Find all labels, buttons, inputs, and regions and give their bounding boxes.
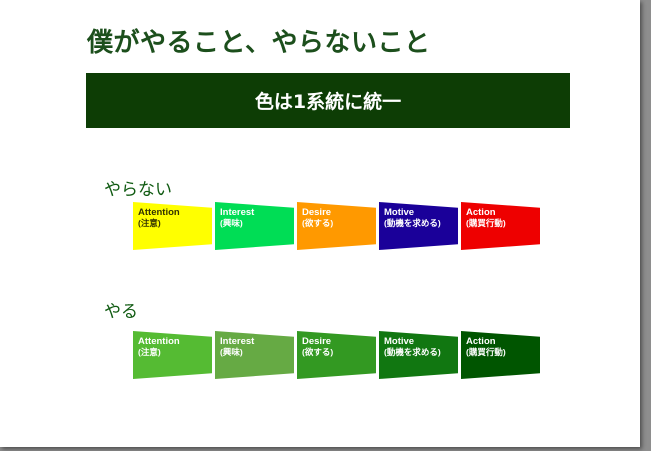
step-label: Interest [220,207,255,218]
step-desire: Desire (欲する) [297,202,376,250]
step-label: Action [466,336,496,347]
step-motive: Motive (動機を求める) [379,202,458,250]
step-label: Attention [138,207,180,218]
step-sublabel: (興味) [220,218,243,228]
step-attention: Attention (注意) [133,202,212,250]
step-label: Interest [220,336,255,347]
step-label: Motive [384,336,415,347]
step-action: Action (購買行動) [461,202,540,250]
step-interest: Interest (興味) [215,331,294,379]
step-desire: Desire (欲する) [297,331,376,379]
step-label: Desire [302,207,332,218]
aidma-row-yaranai: Attention (注意) Interest (興味) Desire (欲する… [133,202,553,250]
step-label: Attention [138,336,180,347]
slide: 僕がやること、やらないこと 色は1系統に統一 やらない Attention (注… [0,0,640,447]
section-label-yaranai: やらない [104,180,172,200]
step-sublabel: (購買行動) [466,347,506,357]
step-sublabel: (動機を求める) [384,218,441,228]
step-sublabel: (欲する) [302,218,334,228]
step-sublabel: (注意) [138,218,161,228]
step-label: Desire [302,336,332,347]
step-motive: Motive (動機を求める) [379,331,458,379]
banner-text: 色は1系統に統一 [254,91,402,113]
section-label-yaru: やる [104,302,138,322]
step-sublabel: (購買行動) [466,218,506,228]
step-interest: Interest (興味) [215,202,294,250]
step-attention: Attention (注意) [133,331,212,379]
step-sublabel: (欲する) [302,347,334,357]
step-label: Motive [384,207,415,218]
step-sublabel: (注意) [138,347,161,357]
banner: 色は1系統に統一 [86,73,570,128]
step-action: Action (購買行動) [461,331,540,379]
step-sublabel: (興味) [220,347,243,357]
step-sublabel: (動機を求める) [384,347,441,357]
aidma-row-yaru: Attention (注意) Interest (興味) Desire (欲する… [133,331,553,379]
step-label: Action [466,207,496,218]
slide-title: 僕がやること、やらないこと [87,28,431,58]
